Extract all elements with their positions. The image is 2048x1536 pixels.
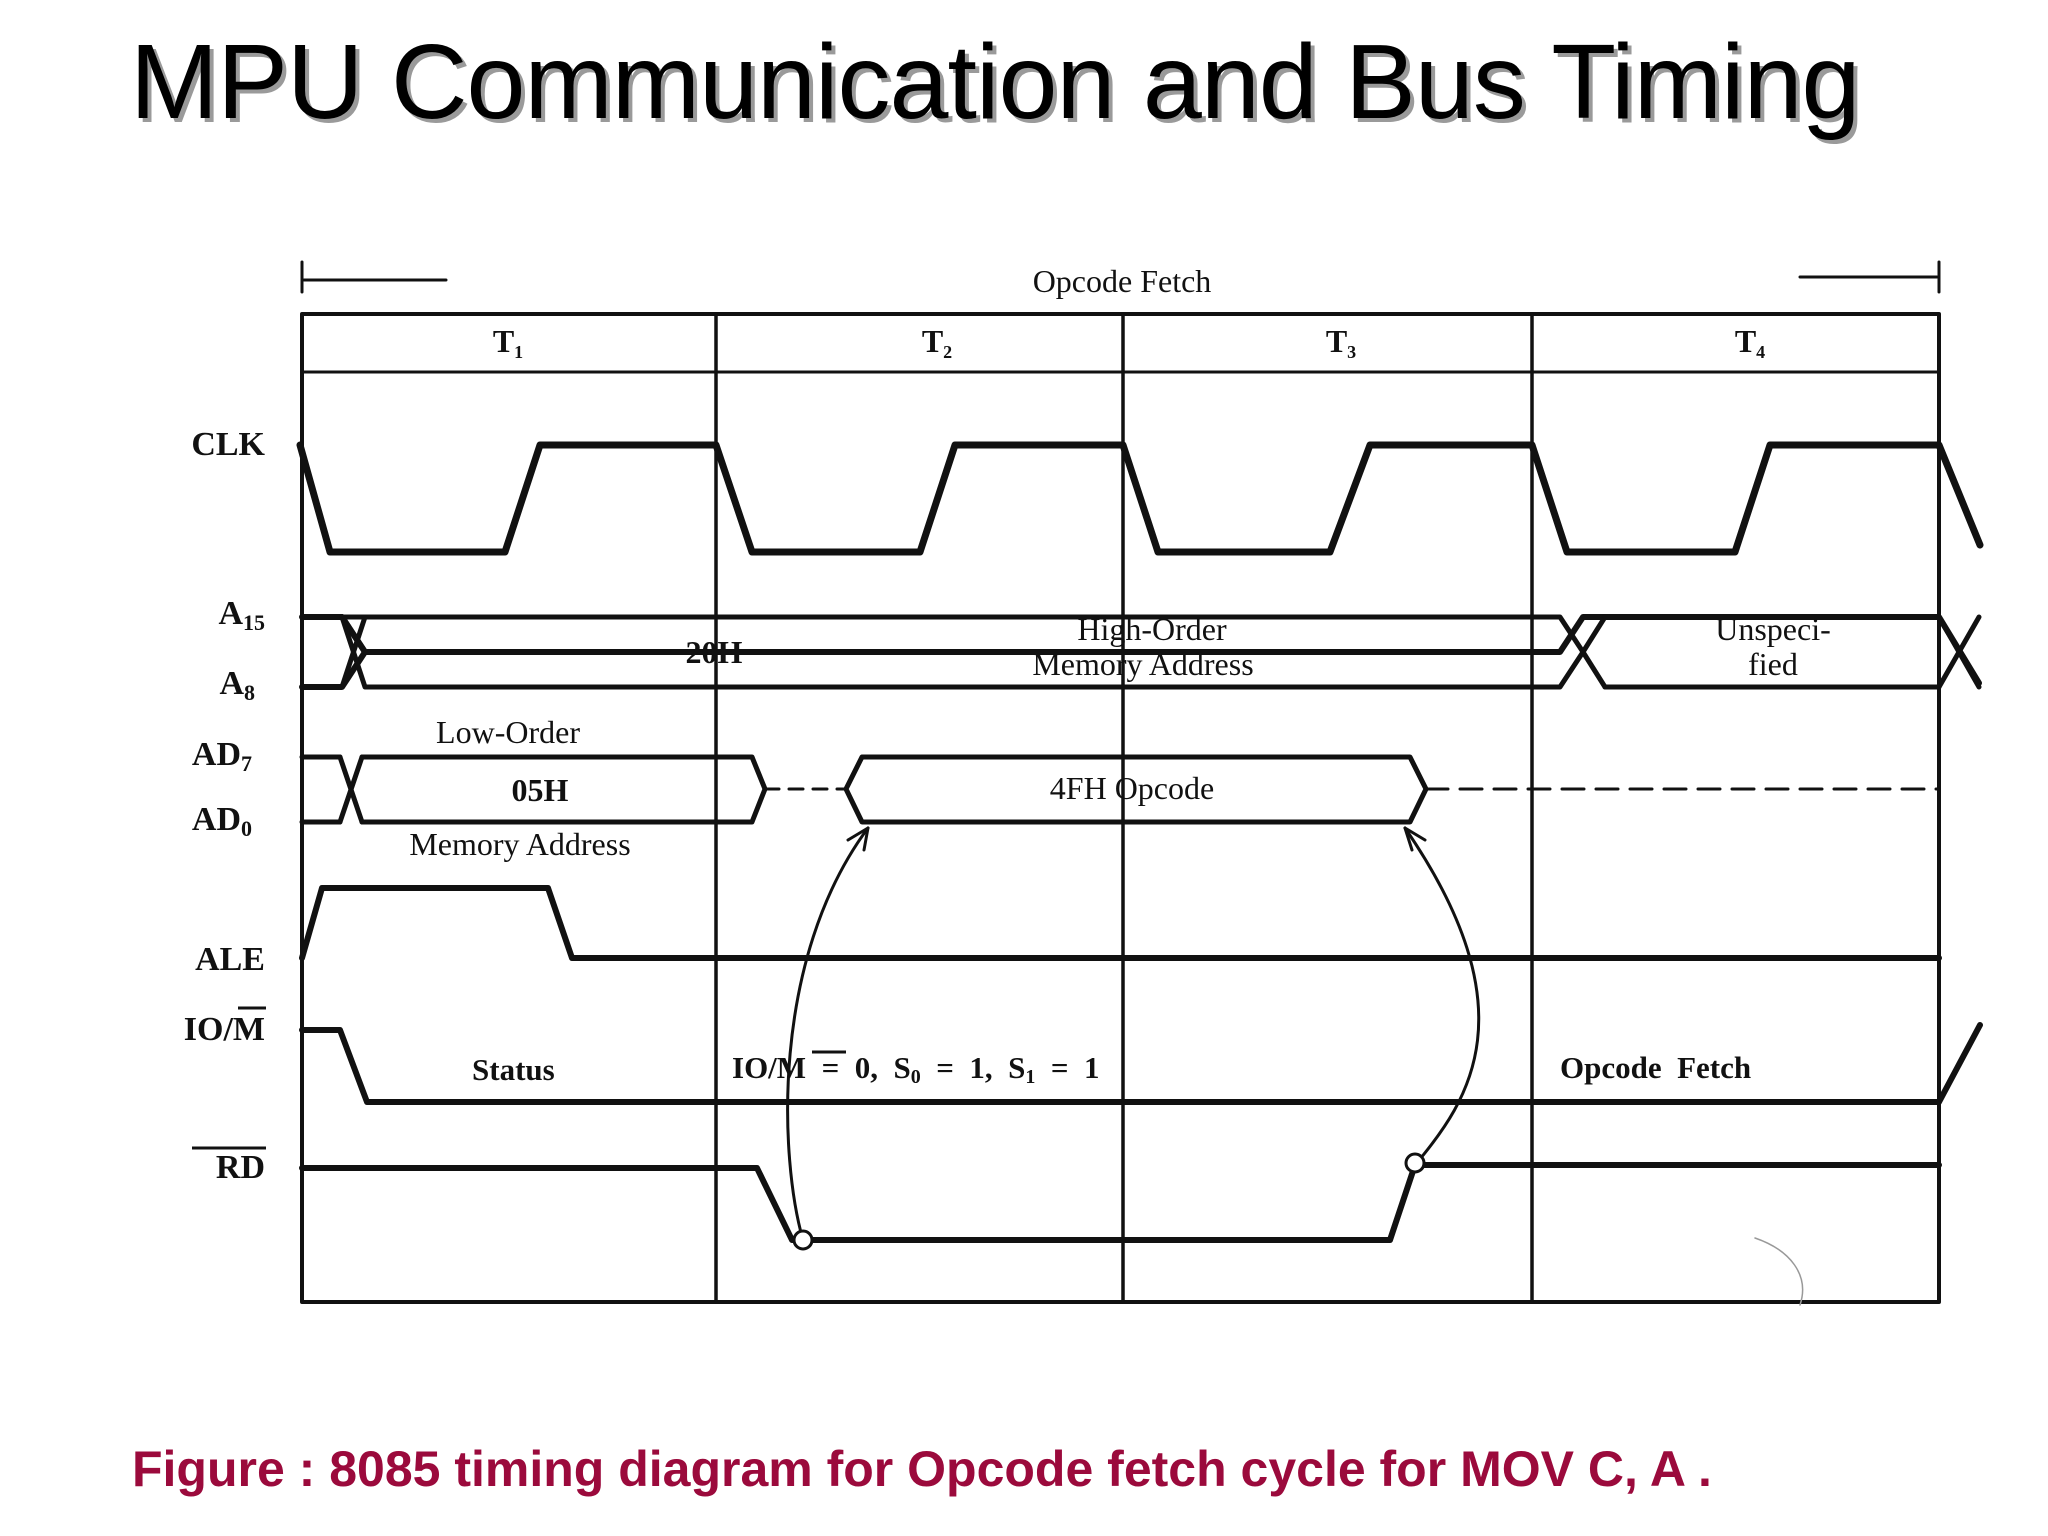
ad7-ad0-bus [299,754,1941,825]
unspecified-label-2: fied [1748,646,1798,682]
high-address-value: 20H [686,634,743,670]
signal-label-rd: RD [216,1149,265,1186]
status-code-label: IO/M = 0, S0 = 1, S1 = 1 [732,1050,1100,1088]
rd-waveform [299,1162,1942,1243]
state-label-t1: T1 [493,323,523,362]
io-m-waveform [299,1022,1983,1105]
high-address-desc-2: Memory Address [1032,646,1253,682]
opcode-fetch-span-arrow [300,260,1941,294]
rd-low-marker [792,1229,814,1251]
low-address-desc-2: Memory Address [409,826,630,862]
opcode-fetch-status-label: Opcode Fetch [1560,1050,1751,1085]
ale-waveform [299,885,1942,961]
status-label: Status [472,1052,555,1087]
high-address-desc-1: High-Order [1077,611,1227,647]
signal-overbars [192,1006,266,1150]
signal-label-ad0: AD0 [192,801,252,841]
state-label-t3: T3 [1326,323,1356,362]
figure-caption: Figure : 8085 timing diagram for Opcode … [132,1441,1712,1497]
signal-label-clk: CLK [191,426,265,463]
signal-label-ad7: AD7 [192,736,252,776]
state-label-t4: T4 [1735,323,1765,362]
stray-pen-mark [1754,1237,1804,1306]
low-address-desc-1: Low-Order [436,714,580,750]
unspecified-label-1: Unspeci- [1715,611,1831,647]
rd-high-marker [1404,1152,1426,1174]
cycle-label: Opcode Fetch [1033,263,1212,299]
diagram-frame [300,312,1941,1304]
causal-arrows [786,826,1481,1242]
signal-label-io-m: IO/M [184,1011,265,1048]
signal-label-a8: A8 [219,665,255,705]
slide-title: MPU Communication and Bus Timing [130,23,1860,141]
low-address-value: 05H [512,772,569,808]
a15-a8-bus [299,614,1982,690]
clk-waveform [296,441,1984,556]
opcode-data-label: 4FH Opcode [1050,770,1214,806]
state-label-t2: T2 [922,323,952,362]
signal-label-ale: ALE [195,941,265,978]
signal-label-a15: A15 [218,595,265,635]
